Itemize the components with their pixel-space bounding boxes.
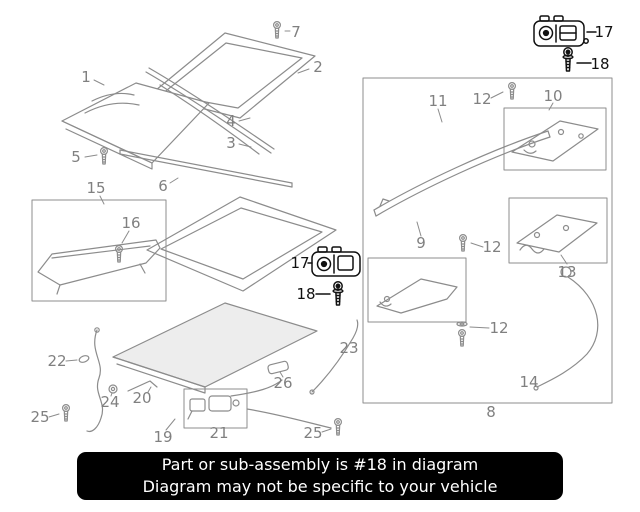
wind-deflector-drawing bbox=[31, 199, 167, 302]
drain-hose-right-drawing bbox=[309, 319, 359, 395]
rear-bracket-assembly-drawing bbox=[508, 197, 608, 264]
glass-panel-front-drawing bbox=[61, 82, 210, 170]
screw-drawing bbox=[61, 404, 71, 422]
screw-drawing bbox=[508, 81, 517, 100]
drain-hose-left-drawing bbox=[78, 327, 103, 433]
link-bracket-assembly-drawing bbox=[367, 257, 467, 323]
screw-drawing bbox=[273, 21, 281, 39]
cable-guide-assembly-drawing bbox=[183, 379, 332, 429]
side-seal-drawing bbox=[119, 149, 293, 188]
washer-drawing bbox=[456, 321, 468, 327]
screw-drawing bbox=[114, 245, 124, 263]
sunroof-glass-seal-drawing bbox=[146, 196, 337, 292]
grommet-drawing bbox=[108, 384, 118, 394]
screw-drawing bbox=[458, 329, 466, 347]
frame-assembly-box bbox=[362, 77, 613, 404]
notice-banner: Part or sub-assembly is #18 in diagram D… bbox=[77, 452, 563, 500]
leader-lines-highlight bbox=[307, 31, 597, 295]
notice-line-2: Diagram may not be specific to your vehi… bbox=[142, 477, 498, 496]
screw-drawing bbox=[334, 418, 342, 436]
notice-line-1: Part or sub-assembly is #18 in diagram bbox=[161, 455, 479, 474]
screw-drawing bbox=[459, 234, 467, 252]
guide-rail-drawing bbox=[373, 130, 551, 217]
front-bracket-assembly-drawing bbox=[503, 107, 607, 171]
clip-drawing bbox=[267, 360, 289, 375]
leader-lines bbox=[48, 30, 568, 433]
rail-bracket-drawing bbox=[127, 380, 158, 392]
drain-tube-drawing bbox=[533, 266, 599, 391]
glass-frame-seal-drawing bbox=[149, 32, 316, 119]
mount-bolt-drawing bbox=[332, 281, 344, 306]
sunroof-motor-middle-drawing bbox=[311, 246, 361, 277]
screw-drawing bbox=[99, 147, 109, 165]
sunshade-panel-drawing bbox=[112, 302, 318, 394]
sunroof-motor-top-drawing bbox=[533, 15, 589, 47]
mount-bolt-drawing bbox=[562, 47, 574, 72]
